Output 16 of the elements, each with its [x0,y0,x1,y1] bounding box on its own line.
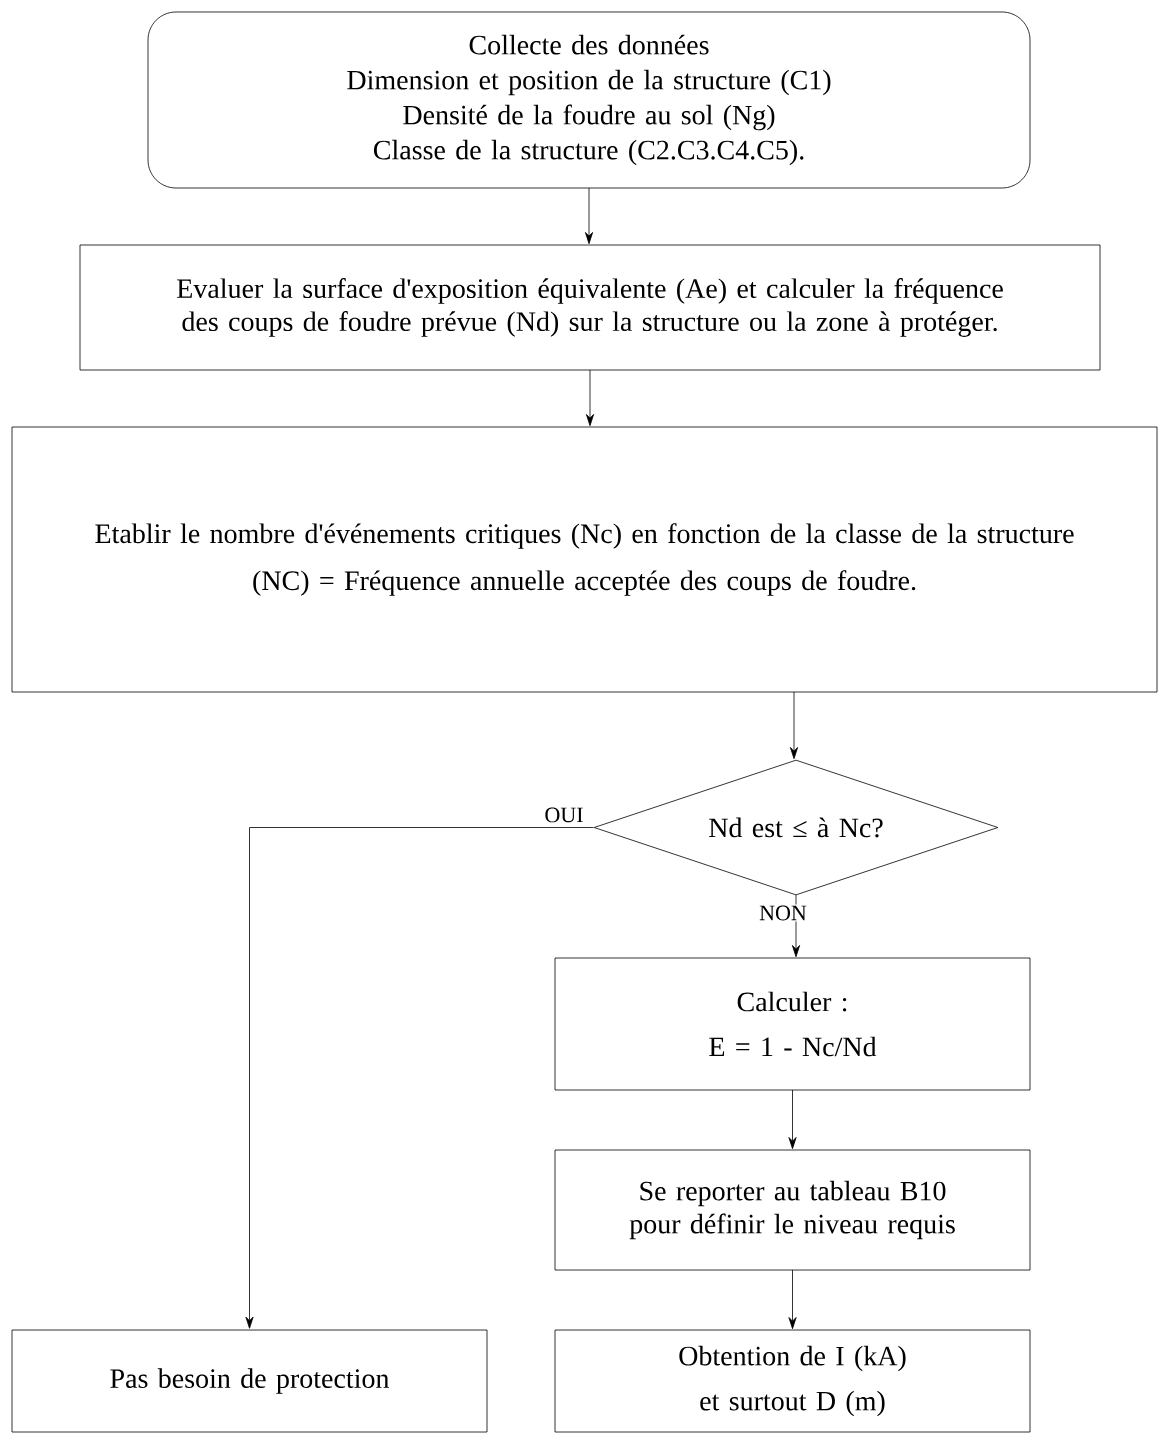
arrow [792,894,801,958]
process-box: Evaluer la surface d'exposition équivalente (Ae) et calculer la fréquence des coups de foudre prévue (Nd) sur la structure ou la zone à protéger. [79,244,1101,371]
start-box: Collecte des données Dimension et position de la structure (C1) Densité de la foudre au sol (Ng) Classe de la structure (C2.C3.C4.C5). [147,11,1031,189]
arrow [790,691,799,760]
edge-label: NON [758,904,808,922]
process-box: Etablir le nombre d'événements critiques (Nc) en fonction de la classe de la structure (NC) = Fréquence annuelle acceptée des coups de foudre. [11,426,1158,693]
arrow [245,827,594,1329]
arrow [586,369,595,427]
process-box: Pas besoin de protection [11,1329,488,1433]
arrow [585,187,594,245]
edge-label: OUI [543,806,585,824]
process-box: Calculer : E = 1 - Nc/Nd [554,957,1031,1091]
arrow [788,1089,797,1150]
arrow [788,1269,797,1330]
process-box: Obtention de I (kA) et surtout D (m) [554,1329,1031,1433]
process-box: Se reporter au tableau B10 pour définir le niveau requis [554,1149,1031,1271]
